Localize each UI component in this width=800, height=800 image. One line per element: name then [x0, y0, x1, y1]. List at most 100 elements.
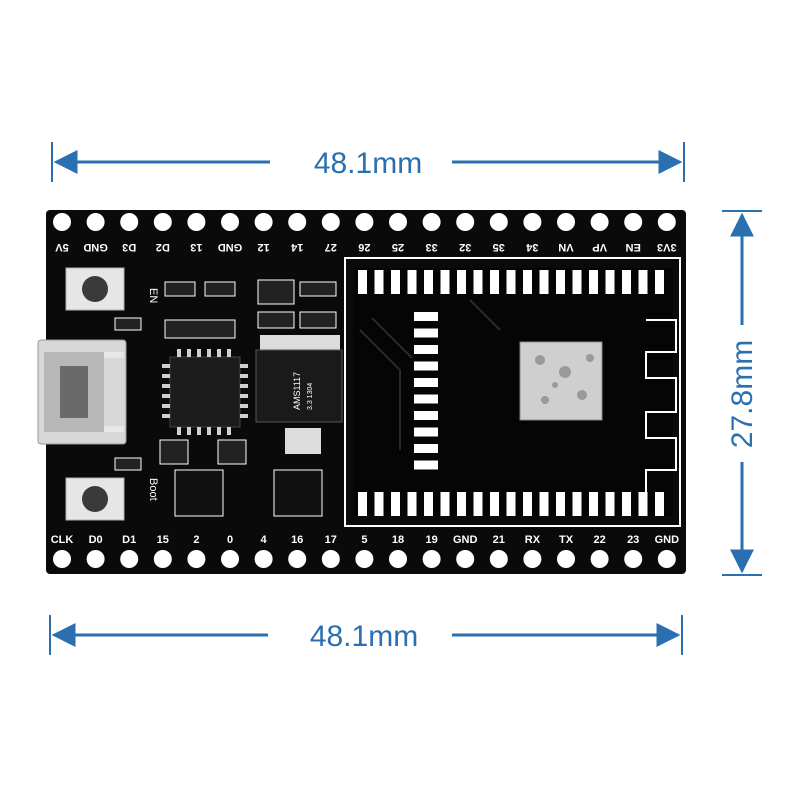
- chip-pin: [177, 349, 181, 357]
- module-pad: [622, 492, 631, 516]
- module-pad: [414, 460, 438, 470]
- top-width-dimension: 48.1mm: [51, 142, 685, 182]
- chip-pin: [197, 427, 201, 435]
- top-pin-pad: [187, 213, 206, 231]
- module-pad: [407, 492, 417, 516]
- module-pad: [605, 270, 615, 294]
- chip-pin: [162, 364, 170, 368]
- module-pad: [556, 270, 565, 294]
- pcb-board: EN Boot AMS1117 3.3 1304: [37, 210, 686, 574]
- bottom-pin-label: 22: [593, 534, 605, 546]
- bottom-pin-pad: [422, 550, 441, 568]
- bottom-pin-label: 4: [261, 534, 268, 546]
- bottom-pin-pad: [153, 550, 172, 568]
- module-pad: [473, 270, 483, 294]
- top-pin-pad: [489, 213, 508, 231]
- module-pad: [414, 328, 438, 338]
- top-pin-label: 13: [190, 241, 202, 253]
- thermal-pad-texture: [535, 354, 594, 404]
- en-button[interactable]: [65, 267, 125, 311]
- top-pin-pad: [624, 213, 643, 231]
- en-button-label: EN: [147, 288, 159, 303]
- chip-pin: [177, 427, 181, 435]
- module-pad: [523, 492, 532, 516]
- module-pad: [622, 270, 631, 294]
- chip-pin: [162, 414, 170, 418]
- top-pin-label: D3: [122, 241, 136, 253]
- usb-uart-chip: [162, 349, 248, 435]
- top-pin-pad: [53, 213, 71, 231]
- module-pad: [523, 270, 532, 294]
- module-pads-bottom: [358, 492, 664, 516]
- module-pad: [457, 270, 466, 294]
- module-pad: [490, 492, 499, 516]
- chip-pin: [162, 374, 170, 378]
- module-pad: [358, 492, 367, 516]
- top-pin-label: GND: [83, 241, 108, 253]
- chip-pin: [240, 374, 248, 378]
- chip-pin: [207, 349, 211, 357]
- bottom-pin-pad: [221, 550, 239, 568]
- top-pin-label: 27: [325, 241, 337, 253]
- bottom-pin-label: CLK: [51, 534, 74, 546]
- bottom-pin-pad: [321, 550, 340, 568]
- bottom-pin-pad: [590, 550, 609, 568]
- chip-pin: [187, 427, 191, 435]
- module-pad: [473, 492, 483, 516]
- module-pad: [391, 492, 400, 516]
- micro-usb-port[interactable]: [37, 339, 127, 445]
- top-pin-pad: [456, 213, 475, 231]
- module-pad: [638, 270, 648, 294]
- top-pin-pad: [389, 213, 407, 231]
- top-pin-pad: [523, 213, 542, 231]
- regulator-label-line2: 3.3 1304: [307, 383, 314, 410]
- bottom-pin-label: 2: [193, 534, 199, 546]
- module-pad: [589, 270, 598, 294]
- top-pin-label: 34: [525, 241, 538, 253]
- antenna-trace: [645, 319, 677, 495]
- module-pad: [572, 492, 582, 516]
- height-dimension: 27.8mm: [722, 210, 762, 576]
- bottom-pin-label: 21: [493, 534, 505, 546]
- bottom-pin-label: D0: [89, 534, 103, 546]
- bottom-pin-pad: [355, 550, 374, 568]
- chip-pin: [217, 349, 221, 357]
- module-pad: [414, 361, 438, 371]
- bottom-pin-label: TX: [559, 534, 574, 546]
- chip-pin: [162, 384, 170, 388]
- bottom-pin-pad: [86, 550, 105, 568]
- bottom-pin-label: D1: [122, 534, 136, 546]
- module-pad: [440, 492, 450, 516]
- top-header-pads: [53, 213, 676, 231]
- bottom-pin-pad: [557, 550, 575, 568]
- bottom-pin-pad: [389, 550, 407, 568]
- module-pad: [490, 270, 499, 294]
- chip-pin: [162, 404, 170, 408]
- top-pin-label: 35: [493, 241, 505, 253]
- module-pad: [374, 492, 384, 516]
- boot-button-label: Boot: [147, 478, 159, 501]
- bottom-pin-label: 15: [157, 534, 169, 546]
- top-pin-pad: [86, 213, 105, 231]
- wifi-module: [344, 257, 681, 527]
- bottom-pin-label: 0: [227, 534, 233, 546]
- top-pin-label: 12: [257, 241, 269, 253]
- bottom-pin-label: 19: [425, 534, 437, 546]
- top-pin-label: VP: [592, 241, 607, 253]
- bottom-pin-label: RX: [525, 534, 541, 546]
- chip-pin: [187, 349, 191, 357]
- chip-pin: [207, 427, 211, 435]
- top-pin-pad: [657, 213, 676, 231]
- height-label: 27.8mm: [726, 340, 759, 448]
- bottom-pin-label: 17: [325, 534, 337, 546]
- top-pin-pad: [288, 213, 307, 231]
- boot-button[interactable]: [65, 477, 125, 521]
- top-pin-label: 14: [290, 241, 303, 253]
- top-pin-label: 26: [358, 241, 370, 253]
- bottom-width-dimension: 48.1mm: [49, 615, 683, 655]
- top-pin-pad: [321, 213, 340, 231]
- chip-pin: [240, 404, 248, 408]
